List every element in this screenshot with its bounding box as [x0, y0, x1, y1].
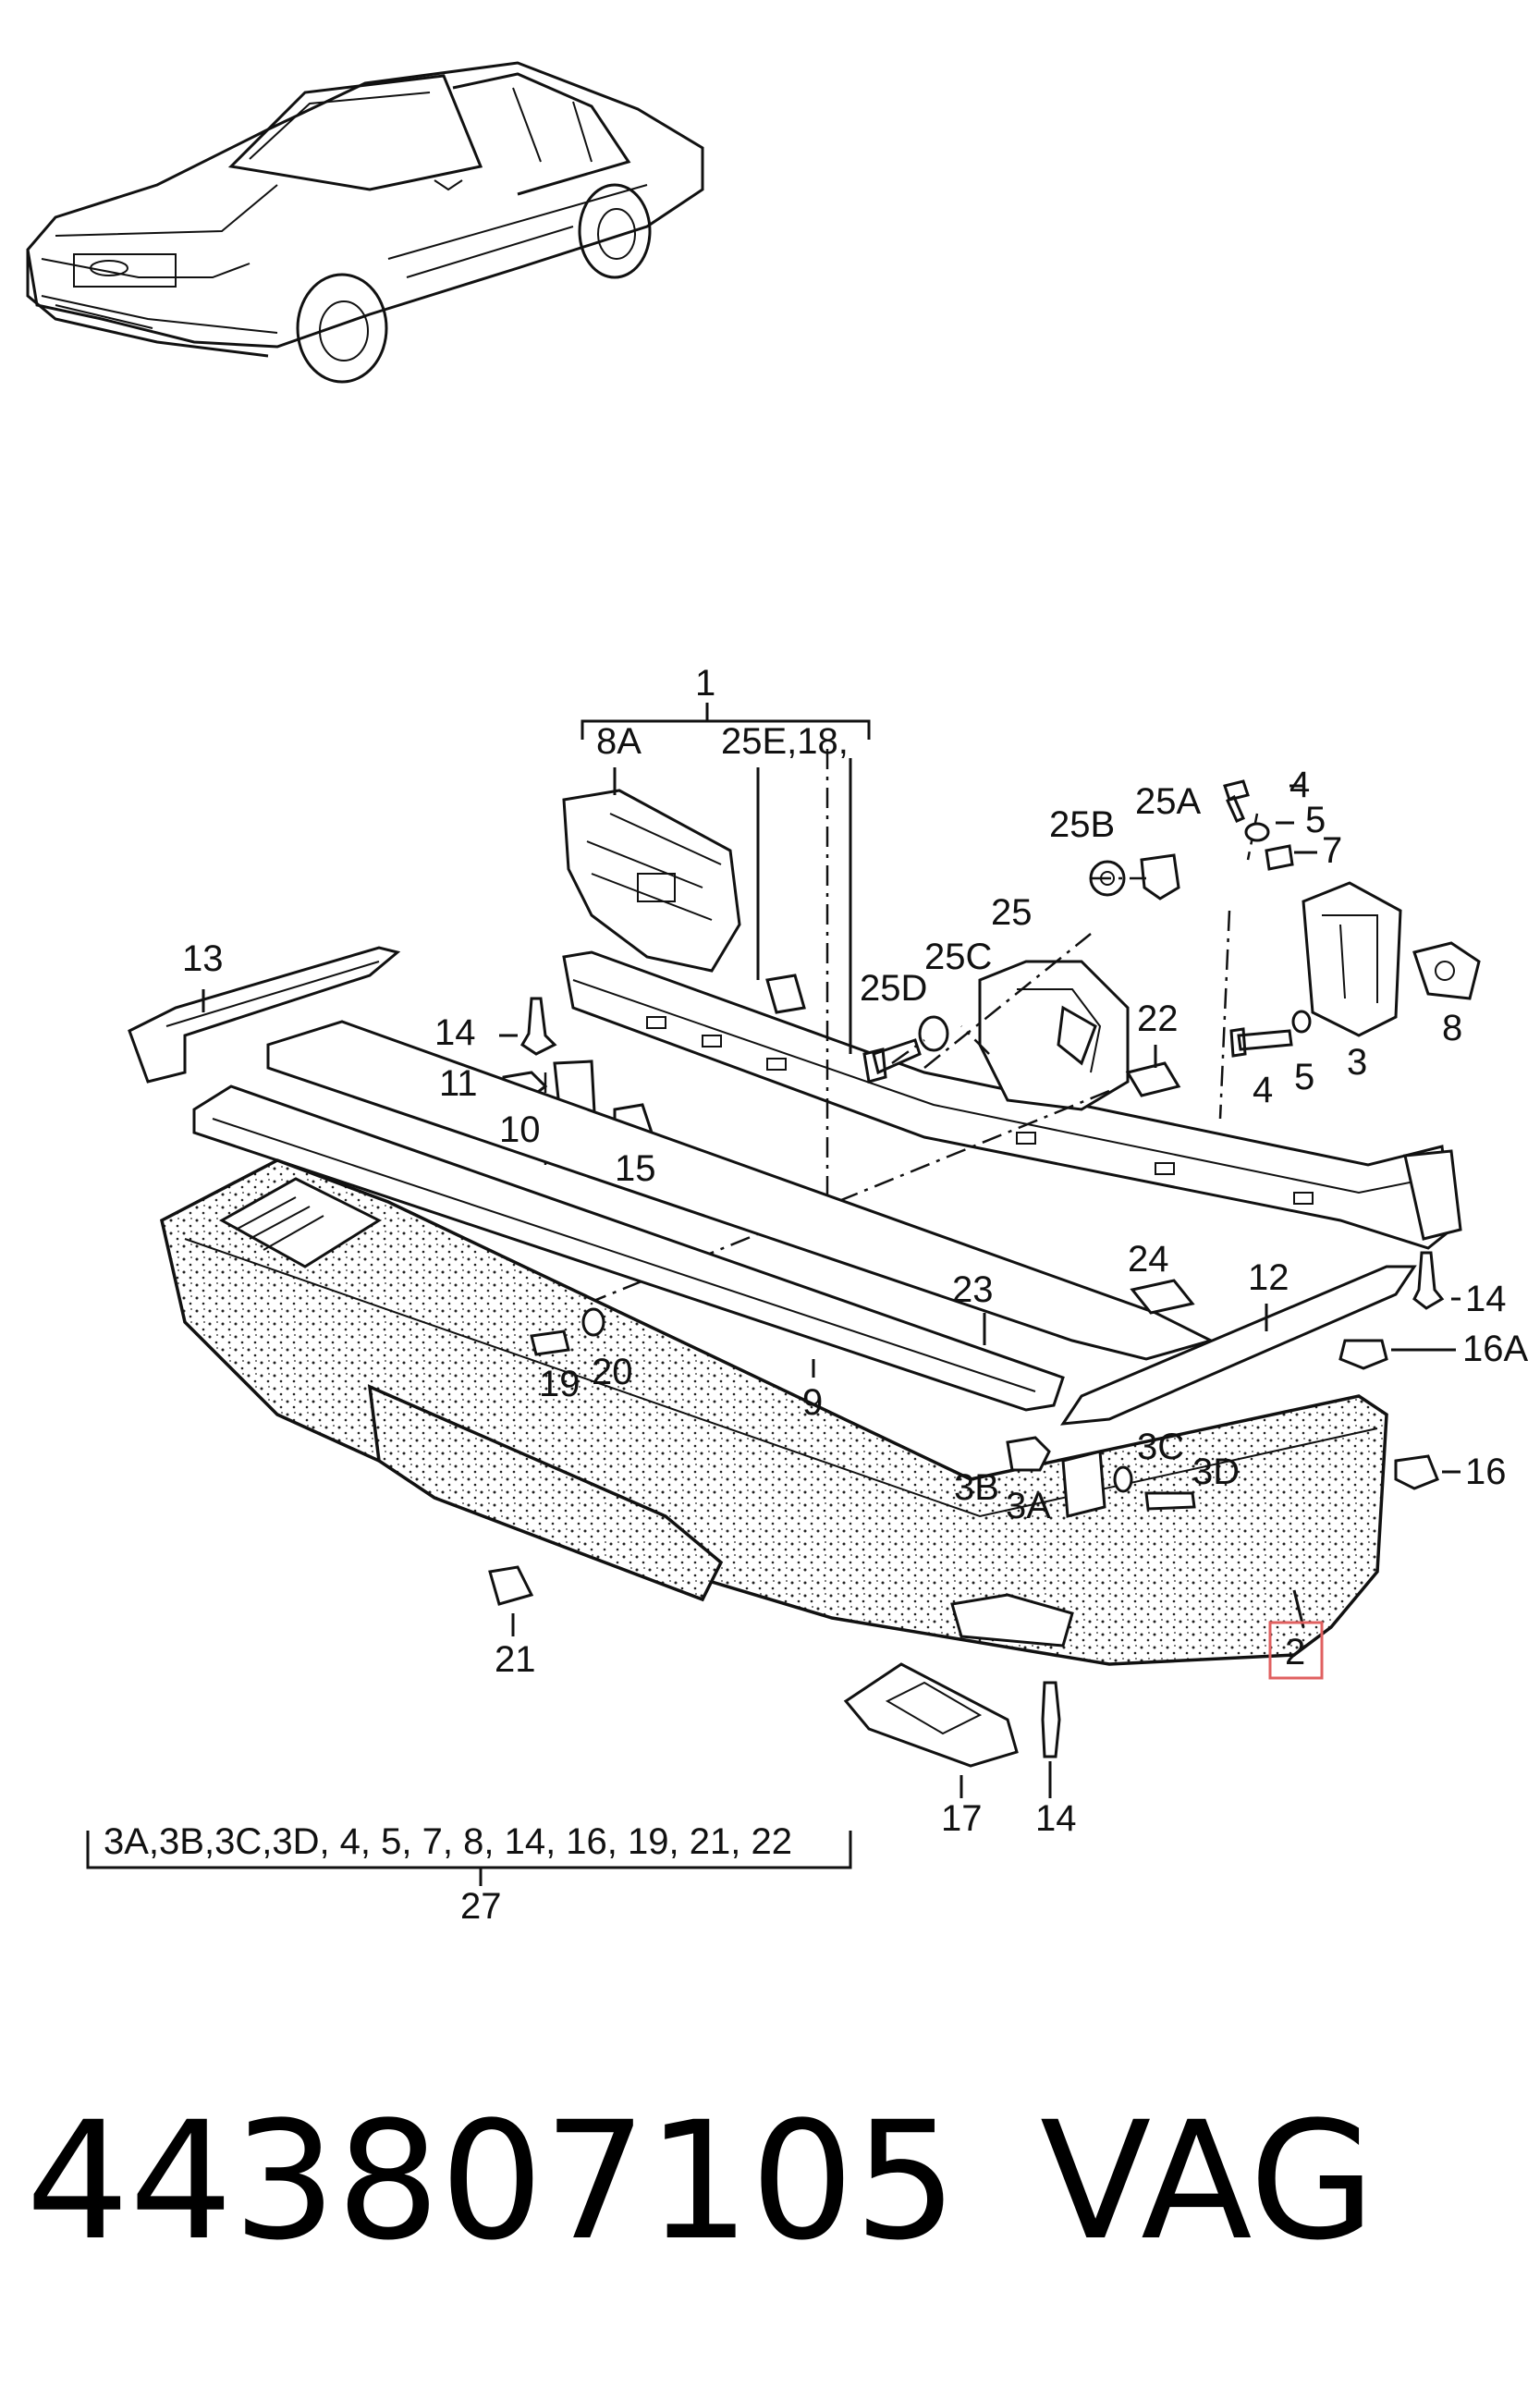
callout-9: 9: [802, 1382, 823, 1423]
callout-5-lower: 5: [1294, 1057, 1314, 1097]
part-16: [1394, 1454, 1439, 1490]
part-21: [488, 1565, 534, 1606]
brand-label: VAG: [1040, 2087, 1375, 2276]
callout-7: 7: [1322, 830, 1342, 871]
callout-3: 3: [1347, 1042, 1367, 1083]
callout-3B: 3B: [954, 1467, 999, 1508]
callout-14-lower: 14: [1035, 1798, 1077, 1839]
part-12: [1059, 1265, 1417, 1426]
callout-4-lower: 4: [1253, 1070, 1273, 1110]
car-illustration: [26, 61, 704, 384]
callout-13: 13: [182, 938, 224, 979]
callout-21: 21: [495, 1639, 536, 1680]
callout-5-upper: 5: [1305, 800, 1326, 840]
part-3A: [1061, 1450, 1106, 1518]
part-23: [266, 1020, 1216, 1361]
callout-11: 11: [439, 1063, 478, 1104]
callout-16A: 16A: [1462, 1329, 1528, 1369]
kit-list: 3A,3B,3C,3D, 4, 5, 7, 8, 14, 16, 19, 21,…: [104, 1821, 792, 1862]
callout-24: 24: [1128, 1239, 1169, 1280]
callout-25C: 25C: [924, 937, 992, 977]
callout-10: 10: [499, 1109, 541, 1150]
group-bracket-1: [581, 703, 871, 740]
part-14-right: [1412, 1251, 1445, 1310]
part-17: [843, 1662, 1019, 1768]
part-3D: [1144, 1491, 1196, 1511]
callout-14-right: 14: [1465, 1279, 1507, 1319]
part-25D: [862, 1038, 922, 1084]
part-13: [128, 946, 401, 1084]
part-25A: [1140, 853, 1180, 900]
part-14-lower: [1041, 1681, 1061, 1758]
part-25C: [918, 1015, 949, 1052]
part-24: [1130, 1279, 1195, 1315]
callout-14-upper: 14: [434, 1012, 476, 1053]
callout-25E-18: 25E,18,: [721, 721, 849, 762]
callout-16: 16: [1465, 1452, 1507, 1492]
callout-17: 17: [941, 1798, 983, 1839]
callout-25B: 25B: [1049, 804, 1115, 845]
callout-15: 15: [615, 1148, 656, 1189]
callout-20: 20: [592, 1352, 633, 1392]
part-20: [581, 1307, 605, 1337]
part-3B: [1006, 1436, 1051, 1472]
part-2-bumper-cover: [159, 1158, 1388, 1666]
part-14-upper: [519, 997, 557, 1056]
part-9: [192, 1084, 1065, 1412]
part-8A: [562, 767, 741, 973]
part-22: [1125, 1061, 1181, 1097]
callout-8: 8: [1442, 1008, 1462, 1048]
callout-4-upper: 4: [1289, 765, 1310, 805]
part-3C: [1113, 1465, 1133, 1493]
part-number: 443807105: [26, 2087, 958, 2276]
callout-3C: 3C: [1137, 1427, 1184, 1467]
callout-3D: 3D: [1192, 1452, 1240, 1492]
callout-27: 27: [460, 1886, 502, 1927]
part-3: [1302, 881, 1402, 1037]
callout-3A: 3A: [1006, 1486, 1051, 1526]
callout-8A: 8A: [596, 721, 642, 762]
part-19: [530, 1329, 570, 1356]
callout-2: 2: [1285, 1632, 1305, 1672]
callout-19: 19: [539, 1364, 581, 1404]
part-25E: [765, 974, 806, 1014]
callout-25D: 25D: [860, 968, 927, 1009]
kit-bracket: [86, 1831, 852, 1869]
highlight-box: [1268, 1621, 1324, 1680]
callout-23: 23: [952, 1269, 994, 1310]
part-8: [1412, 941, 1481, 1000]
part-16A: [1338, 1339, 1388, 1370]
callout-25A: 25A: [1135, 781, 1201, 822]
callout-1: 1: [695, 663, 715, 704]
callout-25: 25: [991, 892, 1033, 933]
callout-12: 12: [1248, 1257, 1289, 1298]
callout-22: 22: [1137, 998, 1179, 1039]
part-25: [978, 960, 1130, 1111]
